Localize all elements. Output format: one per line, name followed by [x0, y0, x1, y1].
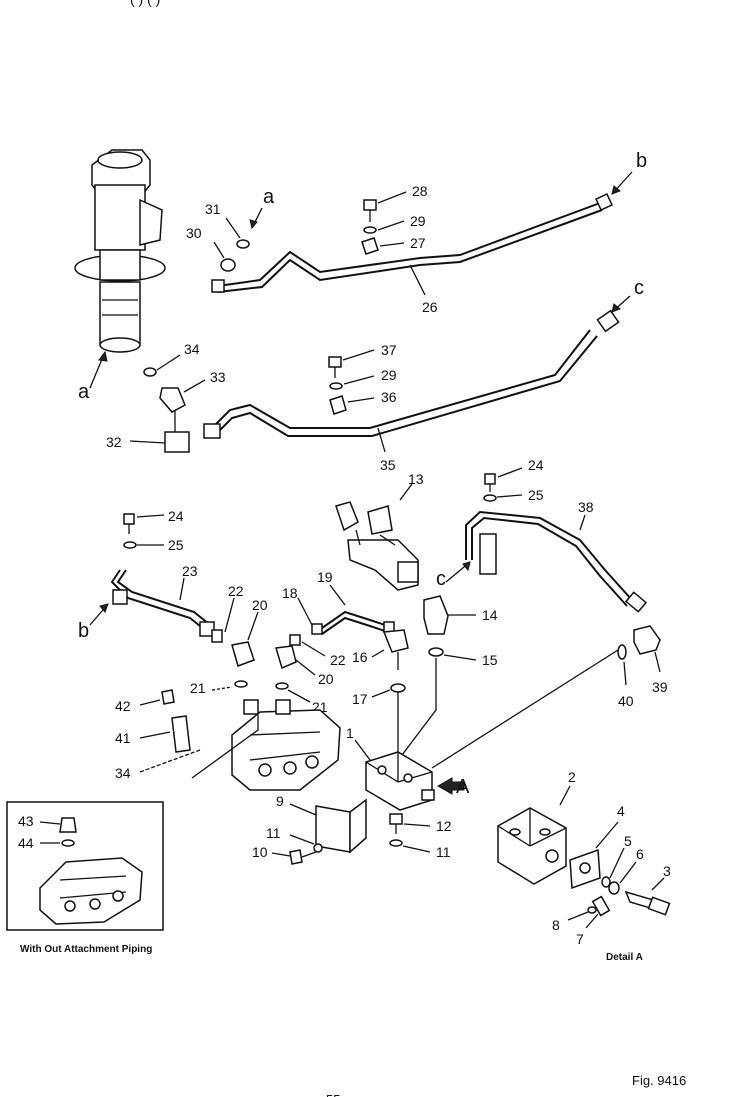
letter-b-tube26: b	[636, 150, 647, 172]
part-34-valve: 34	[115, 765, 131, 781]
letter-b-tube23: b	[78, 620, 89, 642]
part-37: 37	[381, 342, 397, 358]
part-43: 43	[18, 813, 34, 829]
part-4: 4	[617, 803, 625, 819]
part-36: 36	[381, 389, 397, 405]
letter-c-block: c	[436, 568, 446, 590]
part-38: 38	[578, 499, 594, 515]
part-6: 6	[636, 846, 644, 862]
part-29-top: 29	[410, 213, 426, 229]
part-27: 27	[410, 235, 426, 251]
part-12: 12	[436, 818, 452, 834]
tube-35	[203, 309, 620, 439]
valve-block-13	[335, 501, 419, 591]
part-30: 30	[186, 225, 202, 241]
part-28: 28	[412, 183, 428, 199]
part-31: 31	[205, 201, 221, 217]
part-17: 17	[352, 691, 368, 707]
part-44: 44	[18, 835, 34, 851]
arrow-a-marker	[436, 777, 465, 795]
part-32: 32	[106, 434, 122, 450]
part-2: 2	[568, 769, 576, 785]
part-41: 41	[115, 730, 131, 746]
figure-label: Fig. 9416	[632, 1073, 686, 1088]
part-42: 42	[115, 698, 131, 714]
inset-box	[6, 801, 164, 931]
part-23: 23	[182, 563, 198, 579]
part-40: 40	[618, 693, 634, 709]
control-valve	[231, 699, 341, 791]
part-10: 10	[252, 844, 268, 860]
letter-a-swivel: a	[78, 381, 90, 403]
part-20-right: 20	[318, 671, 334, 687]
part-13: 13	[408, 471, 424, 487]
part-18: 18	[282, 585, 298, 601]
part-26: 26	[422, 299, 438, 315]
tube-38	[465, 510, 648, 613]
inset-caption: With Out Attachment Piping	[20, 944, 152, 955]
page-number: 55	[326, 1092, 340, 1097]
letter-c-tube35: c	[634, 277, 644, 299]
part-8: 8	[552, 917, 560, 933]
part-7: 7	[576, 931, 584, 947]
part-14: 14	[482, 607, 498, 623]
manifold-block-1	[365, 751, 435, 811]
part-3: 3	[663, 863, 671, 879]
part-16: 16	[352, 649, 368, 665]
inset-valve	[39, 857, 143, 925]
part-21-left: 21	[190, 680, 206, 696]
part-9: 9	[276, 793, 284, 809]
part-19: 19	[317, 569, 333, 585]
part-25-left: 25	[168, 537, 184, 553]
letter-a-tube: a	[263, 186, 275, 208]
part-33: 33	[210, 369, 226, 385]
detail-marker-a: A	[456, 776, 470, 798]
detail-a-block	[497, 807, 567, 885]
detail-caption: Detail A	[606, 952, 643, 963]
header-cut-text: ( ) ( )	[130, 0, 160, 7]
part-11-left: 11	[266, 825, 281, 841]
swivel-joint	[74, 149, 166, 353]
part-24-right: 24	[528, 457, 544, 473]
part-5: 5	[624, 833, 632, 849]
part-24-left: 24	[168, 508, 184, 524]
part-20-left: 20	[252, 597, 268, 613]
tube-26	[211, 193, 613, 293]
part-25-right: 25	[528, 487, 544, 503]
part-39: 39	[652, 679, 668, 695]
part-22-left: 22	[228, 583, 244, 599]
part-29-mid: 29	[381, 367, 397, 383]
tube-23	[110, 569, 215, 637]
part-1: 1	[346, 725, 354, 741]
part-35: 35	[380, 457, 396, 473]
part-11-right: 11	[436, 844, 451, 860]
part-15: 15	[482, 652, 498, 668]
part-34-top: 34	[184, 341, 200, 357]
part-22-right: 22	[330, 652, 346, 668]
